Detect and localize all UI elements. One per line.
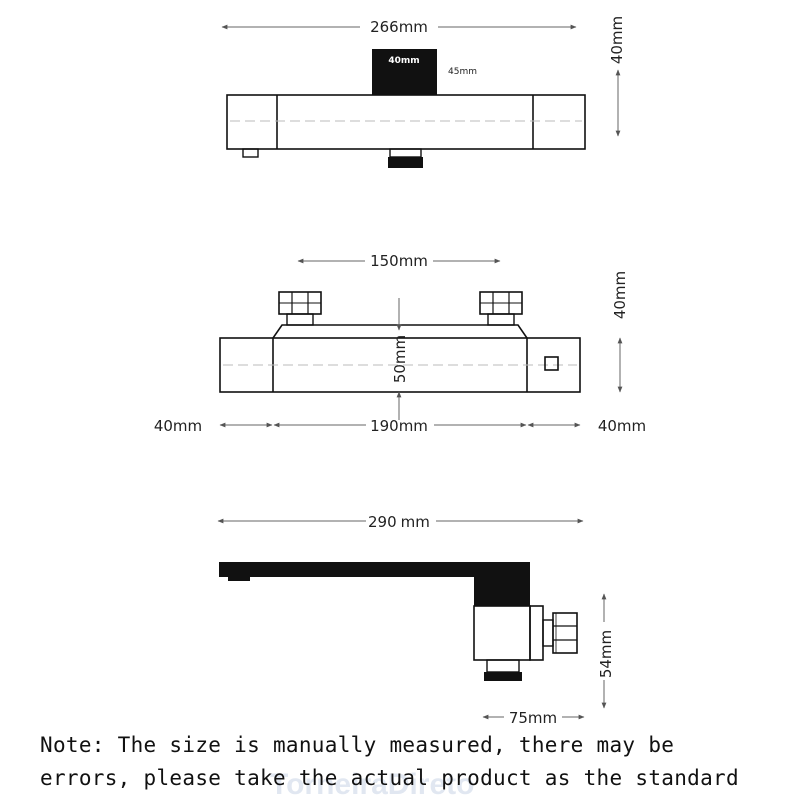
top-width-label: 266mm xyxy=(370,18,428,36)
front-spacing-label: 150mm xyxy=(370,252,428,270)
note-line-2: errors, please take the actual product a… xyxy=(40,766,739,790)
front-view: 150mm 50mm 40mm 40mm 190mm 40mm xyxy=(154,252,646,435)
side-hex-nut xyxy=(552,612,578,654)
top-body xyxy=(226,94,586,150)
front-height-label: 40mm xyxy=(611,271,629,319)
top-view: 266mm 40mm 45mm 40mm xyxy=(221,16,626,168)
side-height-label: 54mm xyxy=(597,630,615,678)
top-stub-left xyxy=(242,148,259,158)
front-center-label: 190mm xyxy=(370,417,428,435)
note-line-1: Note: The size is manually measured, the… xyxy=(40,733,675,757)
front-body-label: 50mm xyxy=(391,335,409,383)
front-left-label: 40mm xyxy=(154,417,202,435)
side-depth-label: 75mm xyxy=(509,709,557,727)
top-outlet xyxy=(389,148,422,158)
top-box-label: 40mm xyxy=(388,56,419,66)
front-square-knob xyxy=(544,356,559,371)
side-body xyxy=(473,605,531,661)
top-box xyxy=(372,49,437,95)
front-right-label: 40mm xyxy=(598,417,646,435)
watermark: TorneiraDireto xyxy=(270,768,475,801)
top-outlet-base xyxy=(388,157,423,168)
top-box-side-label: 45mm xyxy=(448,67,477,77)
top-height-label: 40mm xyxy=(608,16,626,64)
side-outlet xyxy=(486,659,520,673)
side-spout xyxy=(219,562,530,606)
